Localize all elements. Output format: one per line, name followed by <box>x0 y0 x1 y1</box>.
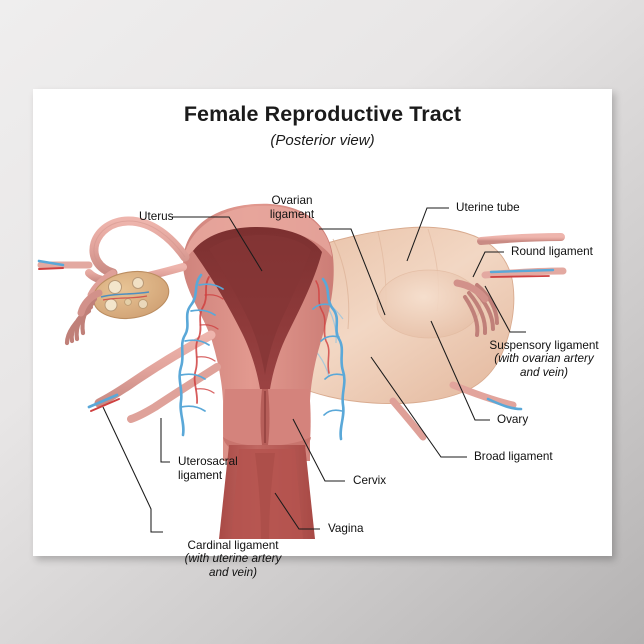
poster: Female Reproductive Tract (Posterior vie… <box>33 89 612 579</box>
label-cardinal-ligament-main: Cardinal ligament <box>187 538 279 552</box>
label-uterus: Uterus <box>139 210 174 223</box>
label-ovarian-ligament: Ovarian ligament <box>269 194 315 221</box>
poster-inner: Female Reproductive Tract (Posterior vie… <box>33 89 612 579</box>
label-vagina: Vagina <box>328 522 364 535</box>
label-round-ligament: Round ligament <box>511 245 593 258</box>
left-adnexa-structure <box>37 216 190 346</box>
label-suspensory-ligament-main: Suspensory ligament <box>489 338 599 352</box>
vagina-structure <box>219 445 315 539</box>
label-uterosacral-ligament: Uterosacral ligament <box>178 455 238 482</box>
uterus-structure <box>183 203 334 461</box>
label-suspensory-ligament-sub: (with ovarian artery and vein) <box>494 352 594 379</box>
page-subtitle: (Posterior view) <box>270 132 375 149</box>
label-suspensory-ligament: Suspensory ligament (with ovarian artery… <box>479 325 609 393</box>
left-ligaments-structure <box>87 330 221 423</box>
label-cardinal-ligament: Cardinal ligament (with uterine artery a… <box>169 525 297 593</box>
uterine-vessels <box>178 273 346 441</box>
label-uterine-tube: Uterine tube <box>456 201 520 214</box>
right-adnexa-structure <box>389 233 567 441</box>
label-broad-ligament: Broad ligament <box>474 450 553 463</box>
label-ovary: Ovary <box>497 413 529 426</box>
label-cervix: Cervix <box>353 474 387 487</box>
label-cardinal-ligament-sub: (with uterine artery and vein) <box>184 552 282 579</box>
leader-lines <box>102 207 526 533</box>
anatomy-illustration <box>37 203 567 539</box>
page-title: Female Reproductive Tract <box>183 102 462 126</box>
broad-ligament-structure <box>294 226 515 405</box>
